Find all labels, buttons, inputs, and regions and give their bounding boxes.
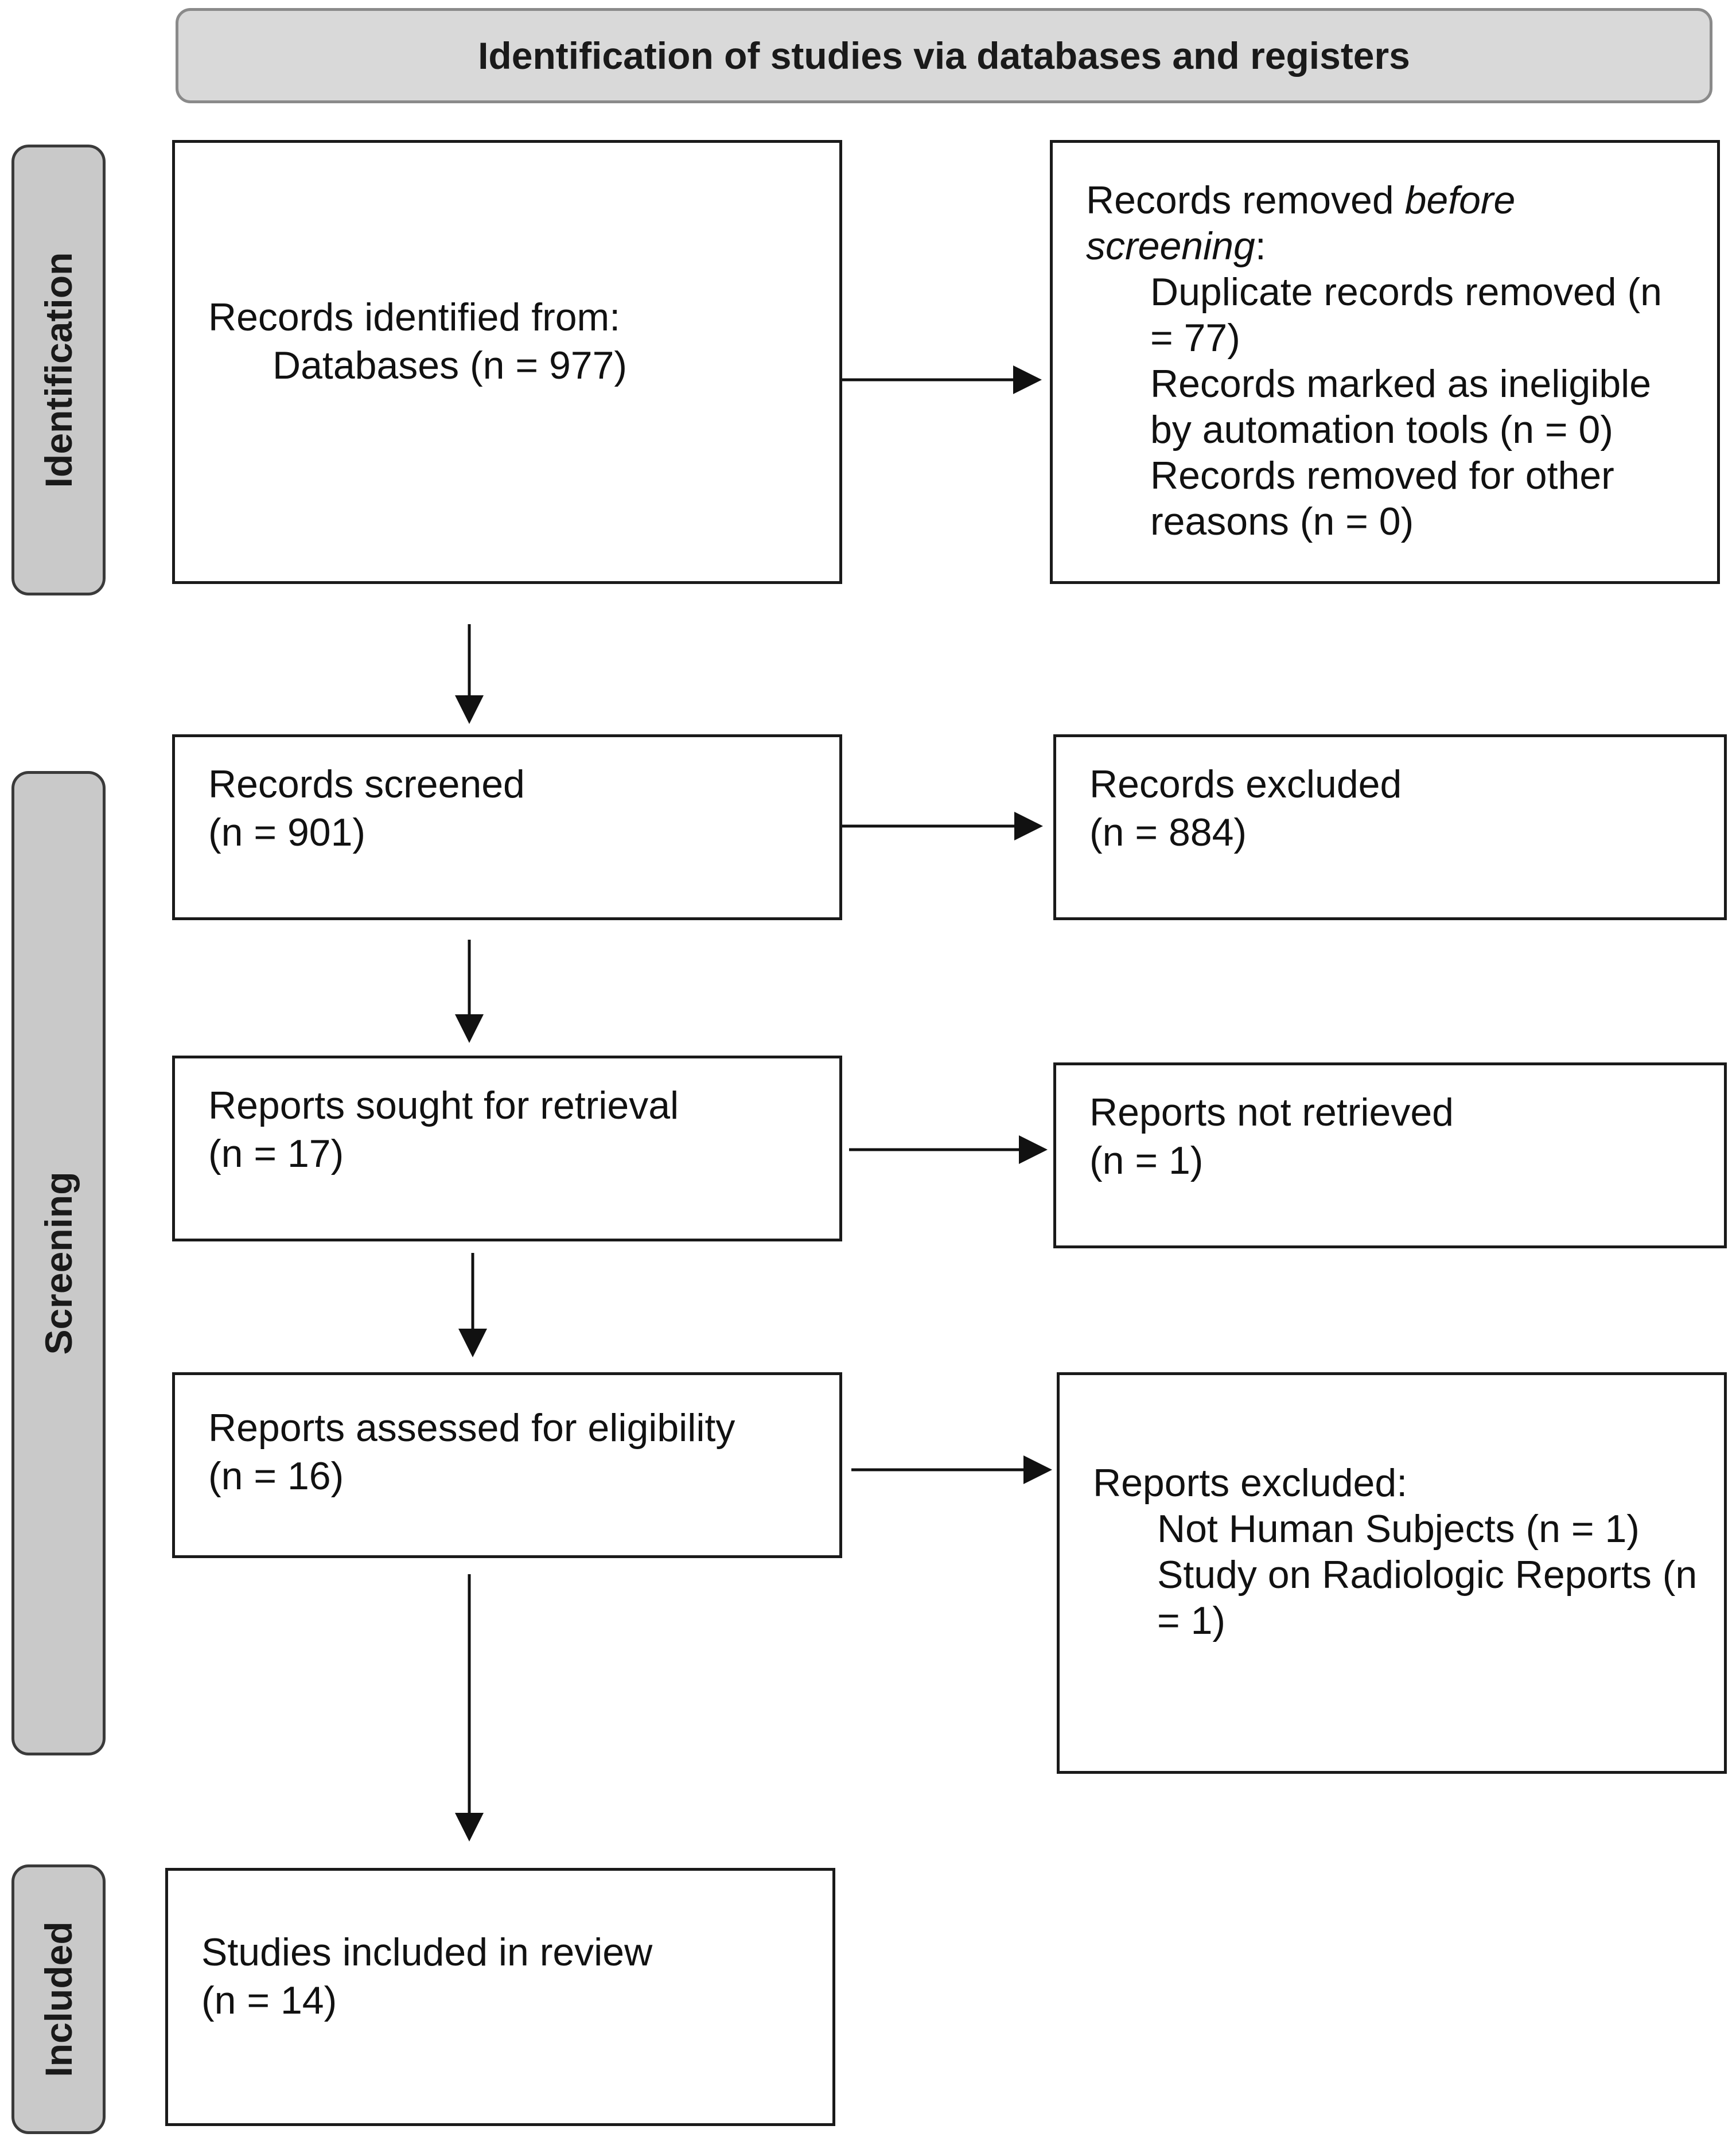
phase-included: Included [11, 1864, 106, 2134]
reports-assessed-count: (n = 16) [208, 1454, 344, 1498]
records-identified-box: Records identified from: Databases (n = … [172, 140, 842, 584]
reports-sought-box: Reports sought for retrieval (n = 17) [172, 1056, 842, 1241]
records-removed-other: Records removed for other reasons (n = 0… [1150, 454, 1614, 543]
phase-identification: Identification [11, 145, 106, 595]
records-removed-title: Records removed before screening: [1086, 177, 1694, 269]
phase-screening: Screening [11, 771, 106, 1755]
reports-assessed-title: Reports assessed for eligibility [208, 1406, 735, 1450]
records-screened-box: Records screened (n = 901) [172, 734, 842, 920]
studies-included-box: Studies included in review (n = 14) [165, 1868, 835, 2126]
not-human-subjects: Not Human Subjects (n = 1) [1157, 1507, 1640, 1551]
studies-included-count: (n = 14) [201, 1979, 337, 2022]
records-removed-box: Records removed before screening: Duplic… [1050, 140, 1720, 584]
records-screened-count: (n = 901) [208, 811, 366, 854]
reports-not-retrieved-count: (n = 1) [1089, 1139, 1204, 1182]
records-screened-title: Records screened [208, 762, 525, 806]
records-identified-databases: Databases (n = 977) [273, 344, 628, 387]
reports-excluded-title: Reports excluded: [1093, 1461, 1408, 1505]
reports-sought-title: Reports sought for retrieval [208, 1084, 679, 1127]
reports-sought-count: (n = 17) [208, 1132, 344, 1175]
studies-included-title: Studies included in review [201, 1930, 653, 1974]
records-marked-ineligible: Records marked as ineligible by automati… [1150, 362, 1652, 451]
duplicate-records-removed: Duplicate records removed (n = 77) [1150, 270, 1662, 360]
records-removed-title-italic: before screening [1086, 178, 1516, 268]
study-radiologic-reports: Study on Radiologic Reports (n = 1) [1157, 1553, 1698, 1642]
records-identified-title: Records identified from: [208, 295, 621, 339]
records-excluded-box: Records excluded (n = 884) [1053, 734, 1727, 920]
records-excluded-count: (n = 884) [1089, 811, 1247, 854]
records-excluded-title: Records excluded [1089, 762, 1402, 806]
records-removed-title-text: Records removed [1086, 178, 1405, 222]
reports-not-retrieved-box: Reports not retrieved (n = 1) [1053, 1062, 1727, 1248]
records-removed-title-colon: : [1255, 224, 1266, 268]
reports-excluded-box: Reports excluded: Not Human Subjects (n … [1057, 1372, 1727, 1774]
reports-not-retrieved-title: Reports not retrieved [1089, 1091, 1454, 1134]
reports-assessed-box: Reports assessed for eligibility (n = 16… [172, 1372, 842, 1558]
header-title: Identification of studies via databases … [176, 8, 1712, 103]
